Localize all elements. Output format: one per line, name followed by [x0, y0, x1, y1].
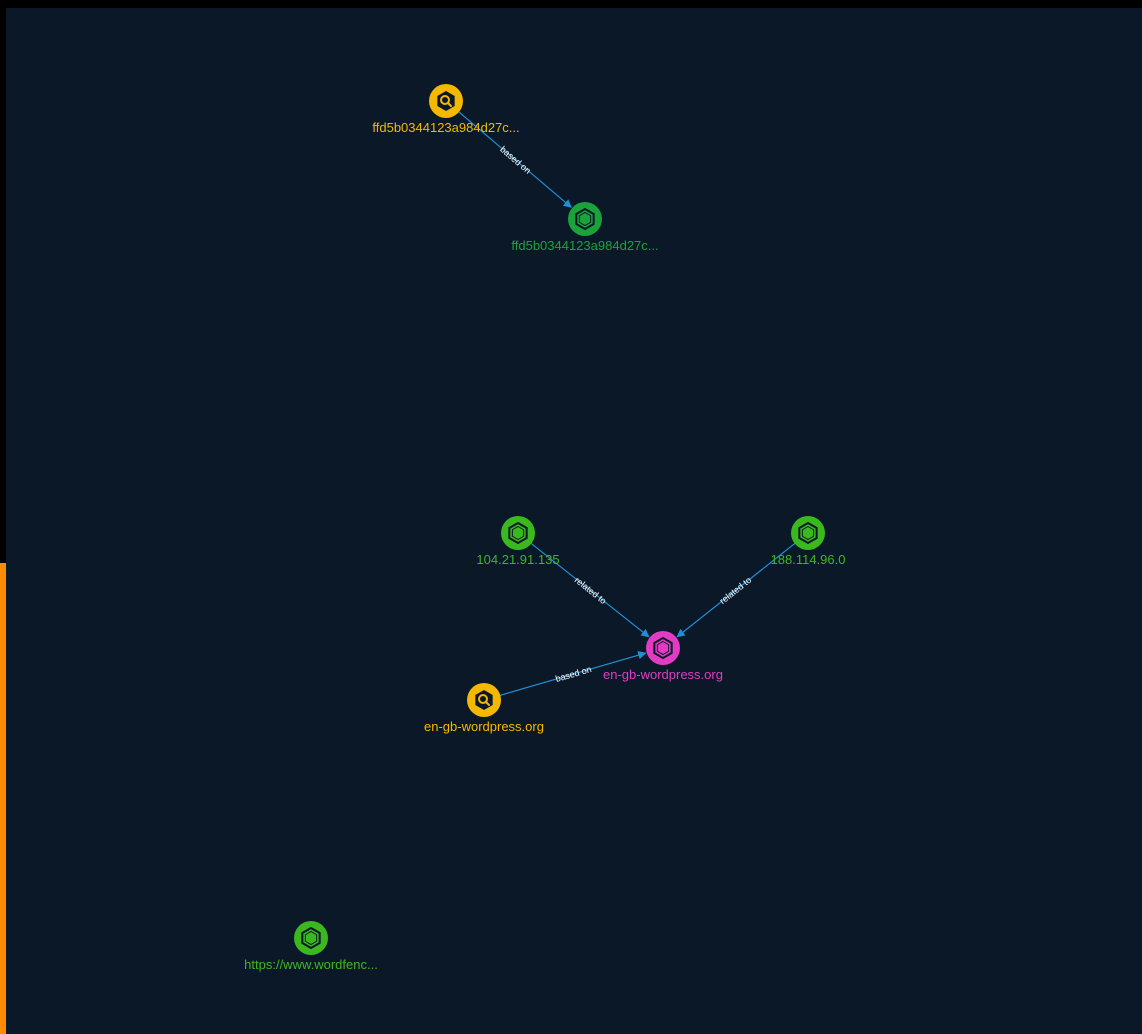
graph-canvas[interactable] — [6, 8, 1142, 1034]
edge-line — [496, 651, 647, 697]
node-domain[interactable]: en-gb-wordpress.org — [603, 631, 723, 682]
hexagon-icon — [653, 636, 673, 660]
accent-bar — [0, 563, 6, 1034]
node-label: ffd5b0344123a984d27c... — [511, 238, 658, 253]
edge-label: based on — [498, 144, 533, 176]
node-label: https://www.wordfenc... — [244, 957, 378, 972]
edge-line — [527, 540, 650, 638]
hexagon-icon — [508, 521, 528, 545]
edge-label: based on — [554, 664, 592, 684]
hexagon-icon — [575, 207, 595, 231]
node-indicator[interactable]: ffd5b0344123a984d27c... — [372, 84, 520, 135]
node-artifact[interactable]: ffd5b0344123a984d27c... — [511, 202, 659, 253]
edge-line — [676, 540, 799, 638]
node-observable[interactable]: https://www.wordfenc... — [244, 921, 378, 972]
node-label: en-gb-wordpress.org — [424, 719, 544, 734]
hexagon-icon — [301, 926, 321, 950]
node-label: ffd5b0344123a984d27c... — [372, 120, 519, 135]
node-observable[interactable]: 188.114.96.0 — [771, 516, 846, 567]
search-shield-icon — [437, 91, 455, 111]
node-label: 104.21.91.135 — [476, 552, 559, 567]
hexagon-icon — [798, 521, 818, 545]
edge-label: related to — [573, 575, 609, 606]
node-observable[interactable]: 104.21.91.135 — [476, 516, 560, 567]
node-label: 188.114.96.0 — [771, 552, 846, 567]
search-shield-icon — [475, 690, 493, 710]
edge-line — [455, 108, 572, 208]
edge-label: related to — [718, 575, 754, 606]
node-label: en-gb-wordpress.org — [603, 667, 723, 682]
node-indicator[interactable]: en-gb-wordpress.org — [424, 683, 544, 734]
